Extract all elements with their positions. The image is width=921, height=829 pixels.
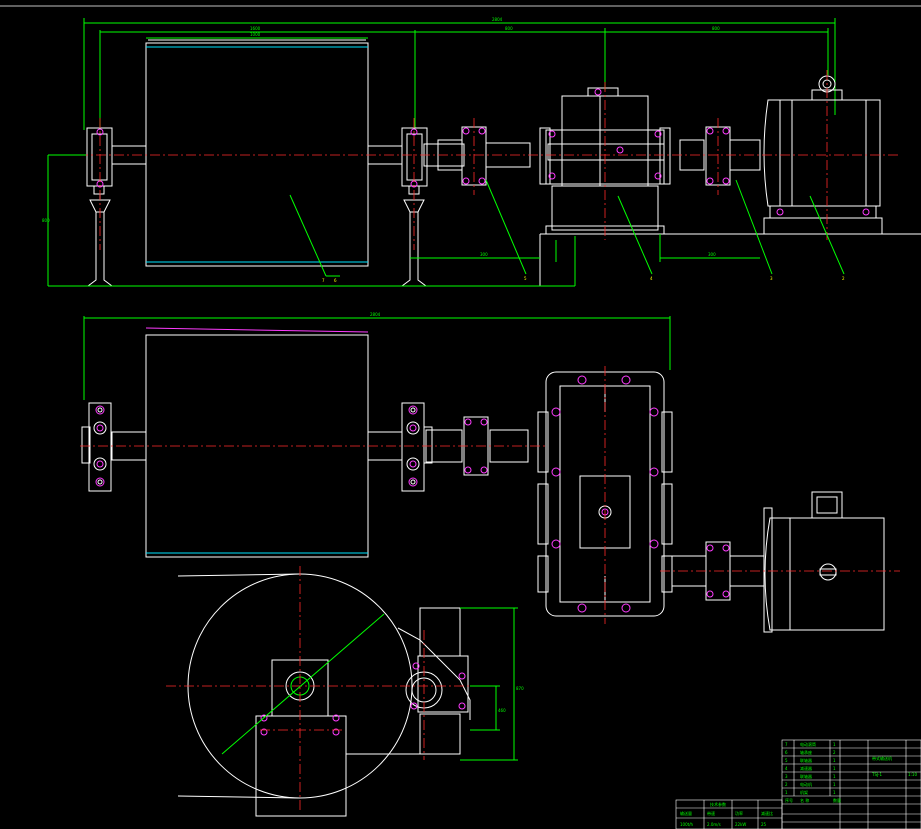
dimension-side — [221, 607, 518, 761]
tech-value: 100t/h — [680, 822, 694, 827]
tech-value: 22kW — [735, 822, 746, 827]
tb-no: 4 — [785, 766, 788, 771]
dim-text-drum-width: 1000 — [250, 32, 261, 37]
part-label-6: 6 — [334, 278, 337, 283]
leader-lines — [289, 179, 845, 277]
base-frame — [539, 233, 921, 286]
dimension-overall-top — [83, 18, 836, 130]
tb-qty: 1 — [833, 790, 836, 795]
tb-no: 1 — [785, 790, 788, 795]
dim-text-overall: 2804 — [492, 17, 503, 22]
tech-header: 减速比 — [761, 810, 773, 816]
tb-name: 机架 — [800, 789, 808, 795]
tb-name: 联轴器 — [800, 757, 812, 763]
tb-drawing-name: 带式输送机 — [872, 755, 892, 761]
tb-qty: 1 — [833, 782, 836, 787]
tech-header: 功率 — [735, 810, 743, 816]
dim-text-low-2: 300 — [708, 252, 716, 257]
part-label-5: 5 — [524, 276, 527, 281]
bearing-left-plan — [81, 402, 112, 492]
tech-value: 25 — [761, 822, 767, 827]
tb-no: 7 — [785, 742, 788, 747]
dimension-overall-plan — [83, 316, 671, 400]
dim-text-height: 800 — [42, 218, 50, 223]
tb-scale: 1:10 — [908, 772, 917, 777]
tb-no: 5 — [785, 758, 788, 763]
tech-header: 输送量 — [680, 810, 692, 816]
part-labels: 7 6 5 4 3 2 — [322, 276, 845, 283]
tb-name: 联轴器 — [800, 773, 812, 779]
part-label-2: 2 — [842, 276, 845, 281]
front-view: 2804 1600 800 800 1000 — [42, 17, 921, 287]
tb-header: 名 称 — [800, 797, 809, 803]
tech-header: 带速 — [707, 810, 715, 816]
plan-view: 2804 — [80, 312, 900, 633]
tb-drawing-no: TSJ-1 — [871, 772, 882, 777]
tb-header: 数量 — [833, 797, 841, 803]
side-view: 870 460 — [166, 566, 524, 817]
tb-name: 电动滚筒 — [800, 741, 816, 747]
tb-no: 3 — [785, 774, 788, 779]
dim-text-seg-b: 800 — [505, 26, 513, 31]
dim-text-low-1: 300 — [480, 252, 488, 257]
dimension-lower-front — [47, 154, 760, 287]
tech-title: 技术参数 — [710, 801, 726, 807]
dim-text-seg-a: 1600 — [250, 26, 261, 31]
tb-qty: 1 — [833, 758, 836, 763]
centerline-side — [166, 566, 470, 812]
dim-text-side-small: 460 — [498, 708, 506, 713]
title-block: 7 电动滚筒 1 6 轴承座 2 5 联轴器 1 4 减速器 1 3 联轴器 1… — [675, 739, 921, 829]
dim-text-plan: 2804 — [370, 312, 381, 317]
tb-qty: 1 — [833, 774, 836, 779]
tb-header: 序号 — [785, 797, 793, 803]
part-label-3: 3 — [770, 276, 773, 281]
dim-text-side-height: 870 — [516, 686, 524, 691]
side-bolts — [260, 662, 466, 736]
centerline-plan — [80, 366, 900, 624]
dim-text-seg-c: 800 — [712, 26, 720, 31]
tb-no: 6 — [785, 750, 788, 755]
tb-name: 电动机 — [800, 781, 812, 787]
centerline-front — [60, 70, 900, 250]
part-label-4: 4 — [650, 276, 653, 281]
tech-value: 2.0m/s — [707, 822, 721, 827]
part-label-7: 7 — [322, 278, 325, 283]
bearing-left-front — [86, 127, 114, 287]
tb-no: 2 — [785, 782, 788, 787]
motor-plan — [763, 491, 885, 633]
tb-name: 减速器 — [800, 765, 812, 771]
tb-qty: 1 — [833, 742, 836, 747]
tb-name: 轴承座 — [800, 749, 812, 755]
bearing-right-plan — [401, 402, 433, 492]
tb-qty: 1 — [833, 766, 836, 771]
tb-qty: 2 — [833, 750, 836, 755]
